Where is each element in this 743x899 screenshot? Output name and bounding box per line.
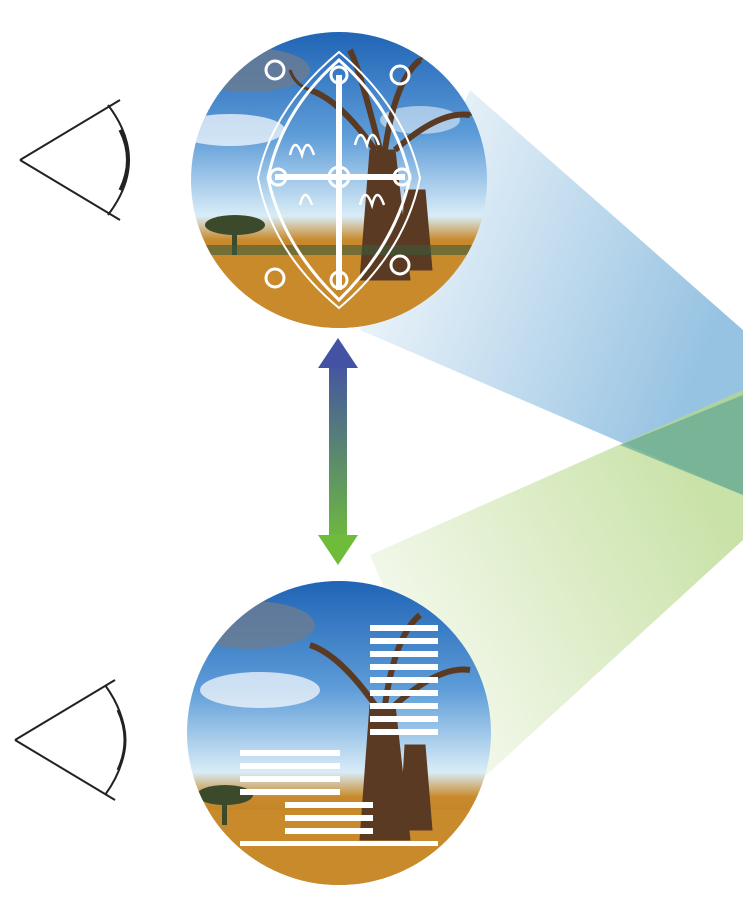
scene-bottom xyxy=(187,581,491,885)
eye-icon xyxy=(14,679,127,801)
beam-overlap xyxy=(620,395,743,495)
bar-overlay xyxy=(240,625,438,846)
symbol-overlay xyxy=(256,50,422,310)
double-arrow xyxy=(318,338,358,565)
small-tree xyxy=(205,215,265,255)
eye-icon xyxy=(19,99,130,221)
small-tree xyxy=(197,785,253,825)
